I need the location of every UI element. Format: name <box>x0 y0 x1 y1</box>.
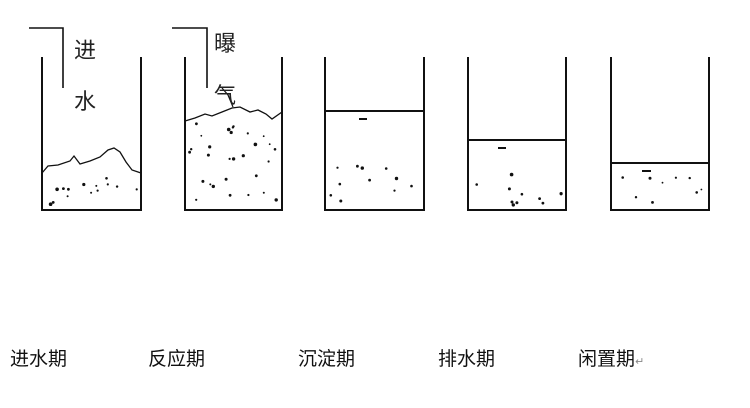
sludge-dot <box>262 135 265 138</box>
sludge-dot <box>700 188 703 191</box>
sludge-dot <box>356 164 359 168</box>
sludge-dot <box>246 132 249 135</box>
sludge-dot <box>509 172 514 177</box>
sludge-dot <box>560 193 563 196</box>
tank-fill <box>41 57 142 211</box>
water-surface-wavy <box>41 147 142 174</box>
sludge-dot <box>634 196 638 199</box>
sludge-dot <box>48 202 53 206</box>
sludge-dot <box>135 188 138 191</box>
sludge-dot <box>360 166 364 170</box>
sludge-dot <box>368 178 371 182</box>
sludge-dot <box>507 187 511 191</box>
sludge-dot <box>511 203 515 207</box>
sludge-dot <box>336 166 339 169</box>
stage-label-decant: 排水期 <box>438 348 496 370</box>
sludge-dot <box>209 183 212 186</box>
sludge-dot <box>538 197 541 201</box>
sludge-dot <box>274 198 278 202</box>
sludge-dot <box>228 193 232 197</box>
sludge-dot <box>475 183 479 186</box>
return-mark: ↵ <box>635 355 645 368</box>
sludge-dot <box>188 150 192 154</box>
sludge-dot <box>241 154 245 158</box>
aeration-bubble-line <box>221 87 234 108</box>
inflow-label-2: 水 <box>74 90 97 115</box>
stage-label-fill: 进水期 <box>10 348 68 370</box>
aeration-label-1: 曝 <box>214 32 237 57</box>
sludge-dot <box>195 122 198 126</box>
sludge-dot <box>267 160 270 163</box>
sludge-dot <box>231 157 236 161</box>
stage-label-idle-text: 闲置期 <box>578 348 636 370</box>
sludge-dot <box>384 167 388 170</box>
inflow-label-1: 进 <box>74 39 97 64</box>
sludge-dot <box>695 191 698 194</box>
sludge-dot <box>648 176 652 180</box>
sludge-dot <box>674 176 678 179</box>
tank-decant <box>467 57 567 211</box>
inlet-pipe <box>29 27 64 88</box>
sludge-dot <box>226 127 231 132</box>
sludge-dot <box>96 189 99 192</box>
sludge-dot <box>105 177 108 180</box>
sludge-dot <box>394 176 399 181</box>
sludge-dot <box>515 201 519 205</box>
sludge-dot <box>231 126 235 129</box>
tank-settling <box>324 57 425 211</box>
sludge-dot <box>95 184 98 187</box>
stage-label-settle: 沉淀期 <box>298 348 356 370</box>
sludge-dot <box>229 130 233 135</box>
sludge-dot <box>247 193 250 197</box>
sludge-dot <box>268 143 271 146</box>
sludge-dot <box>115 185 119 188</box>
sludge-dot <box>90 191 93 194</box>
sludge-dot <box>200 134 203 137</box>
sludge-dot <box>273 148 277 151</box>
aeration-pipe <box>172 27 208 88</box>
sludge-dot <box>661 181 664 184</box>
sludge-dot <box>410 184 413 188</box>
sludge-dot <box>228 157 231 160</box>
sludge-dot <box>262 191 265 194</box>
sludge-dot <box>55 187 59 192</box>
sludge-dot <box>62 187 65 191</box>
sludge-dot <box>541 201 545 205</box>
sludge-dot <box>339 199 343 203</box>
tank-idle <box>610 57 710 211</box>
sludge-dot <box>208 145 212 149</box>
sludge-dot <box>510 200 514 204</box>
tank-reaction <box>184 57 283 211</box>
sludge-dot <box>51 201 55 204</box>
stage-label-react: 反应期 <box>148 348 206 370</box>
sludge-dot <box>82 182 86 187</box>
sludge-dot <box>329 194 333 197</box>
sludge-dot <box>190 148 193 151</box>
aeration-label-2: 气 <box>214 84 237 109</box>
sludge-dot <box>106 183 109 186</box>
sludge-dot <box>206 153 210 157</box>
sludge-dot <box>224 177 228 181</box>
sludge-dot <box>520 192 524 196</box>
sludge-dot <box>651 201 654 204</box>
sludge-dot <box>253 142 258 147</box>
sludge-dot <box>254 174 258 178</box>
water-surface-wavy <box>184 106 283 122</box>
stage-label-idle: 闲置期↵ <box>578 344 644 371</box>
sludge-dot <box>688 176 691 180</box>
sludge-dot <box>621 176 624 179</box>
sludge-dot <box>66 195 69 198</box>
sludge-dot <box>211 184 215 189</box>
sludge-dot <box>195 198 198 201</box>
sludge-dot <box>393 189 396 192</box>
sludge-dot <box>338 182 342 186</box>
sludge-dot <box>67 187 70 191</box>
sludge-dot <box>201 179 205 183</box>
